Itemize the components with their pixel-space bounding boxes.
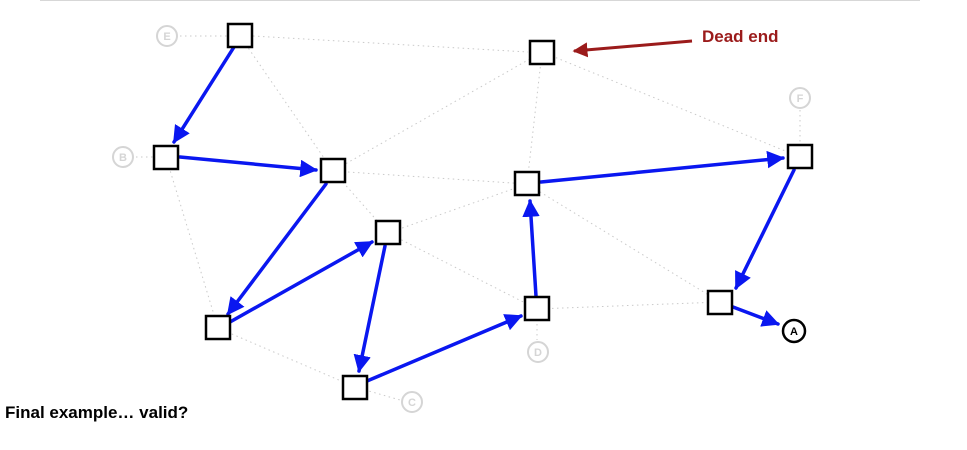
edge-top-deadend bbox=[252, 35, 529, 53]
edge-n3-n5 bbox=[332, 170, 528, 185]
svg-text:E: E bbox=[163, 31, 170, 43]
node-square bbox=[341, 374, 369, 401]
edge-n4-n9 bbox=[387, 232, 538, 310]
dead-end-arrow bbox=[572, 39, 693, 58]
square-nodes bbox=[152, 22, 814, 401]
node-label-a: A bbox=[781, 318, 807, 344]
svg-text:F: F bbox=[797, 93, 804, 105]
svg-text:C: C bbox=[408, 397, 416, 409]
path-arrow-1 bbox=[172, 45, 236, 144]
edge-top-n3 bbox=[239, 35, 334, 172]
svg-text:B: B bbox=[119, 152, 127, 164]
path-arrow-10 bbox=[731, 305, 780, 327]
node-square bbox=[319, 157, 347, 184]
background-edges bbox=[136, 35, 801, 401]
node-square-dead-end bbox=[528, 39, 556, 66]
node-square bbox=[152, 144, 180, 171]
faded-label-nodes: E B F D C bbox=[112, 25, 811, 413]
node-square bbox=[706, 289, 734, 316]
edge-n7-n8 bbox=[217, 327, 356, 388]
path-arrow-6 bbox=[365, 314, 523, 383]
node-label-d: D bbox=[527, 341, 549, 363]
node-square bbox=[374, 219, 402, 246]
node-square bbox=[523, 295, 551, 322]
svg-text:A: A bbox=[790, 326, 798, 338]
edge-n4-n5 bbox=[387, 183, 528, 234]
path-arrow-9 bbox=[734, 168, 796, 290]
edge-n3-n4 bbox=[332, 170, 389, 234]
node-square bbox=[204, 314, 232, 341]
path-arrow-5 bbox=[353, 244, 387, 373]
edge-n2-n7 bbox=[165, 156, 219, 329]
node-square bbox=[226, 22, 254, 49]
path-arrow-3 bbox=[226, 182, 328, 316]
node-square bbox=[786, 143, 814, 170]
path-arrow-7 bbox=[522, 199, 540, 298]
edge-n3-deadend bbox=[332, 51, 543, 172]
top-border-line bbox=[40, 0, 920, 1]
path-edges bbox=[172, 45, 796, 383]
node-label-f: F bbox=[789, 87, 811, 109]
path-arrow-2 bbox=[178, 155, 318, 178]
node-label-c: C bbox=[401, 391, 423, 413]
edge-n5-n10 bbox=[526, 183, 721, 303]
node-label-b: B bbox=[112, 146, 134, 168]
caption-text: Final example… valid? bbox=[5, 403, 189, 422]
path-arrow-4 bbox=[228, 240, 374, 324]
svg-text:D: D bbox=[534, 347, 542, 359]
node-square bbox=[513, 170, 541, 197]
edge-n9-n10 bbox=[536, 301, 721, 310]
dead-end-label: Dead end bbox=[702, 27, 779, 46]
edge-deadend-n6 bbox=[541, 51, 801, 158]
node-label-e: E bbox=[156, 25, 178, 47]
path-arrow-8 bbox=[539, 150, 785, 184]
edge-deadend-n5 bbox=[526, 51, 543, 185]
